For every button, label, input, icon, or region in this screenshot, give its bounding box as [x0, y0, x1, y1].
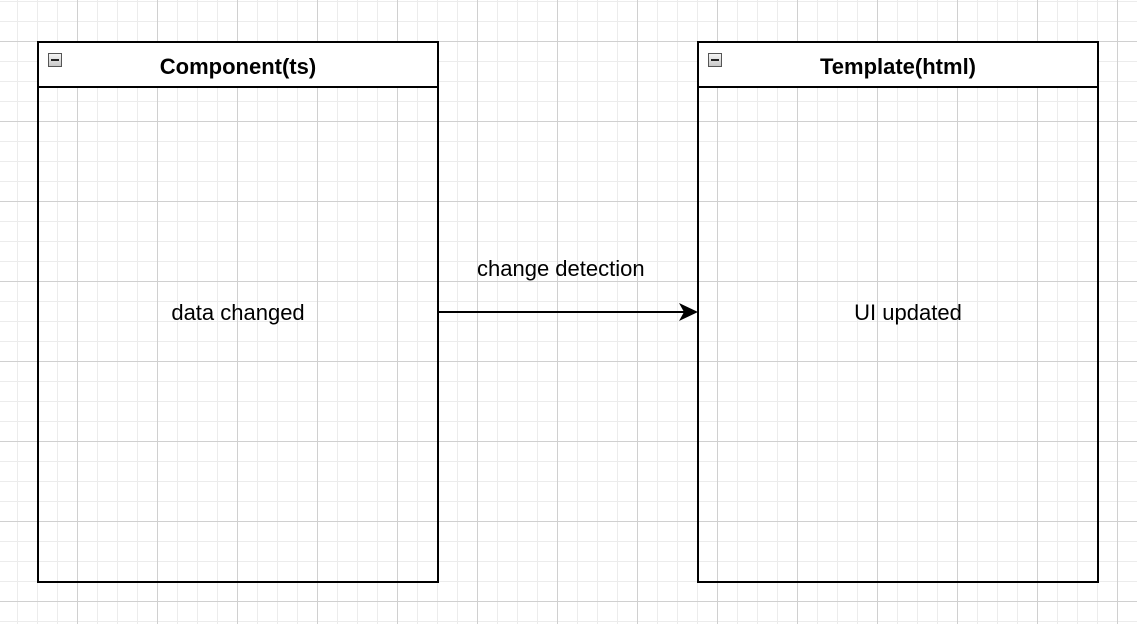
component-body-text: data changed	[171, 300, 305, 325]
arrowhead-icon	[679, 303, 698, 321]
edge-label: change detection	[477, 256, 645, 281]
component-header[interactable]: Component(ts)	[39, 43, 437, 88]
template-header[interactable]: Template(html)	[699, 43, 1097, 88]
template-body-text: UI updated	[854, 300, 962, 325]
template-container[interactable]: Template(html) UI updated	[697, 41, 1099, 583]
component-container[interactable]: Component(ts) data changed	[37, 41, 439, 583]
component-title: Component(ts)	[159, 54, 317, 79]
collapse-minus-icon[interactable]	[48, 53, 62, 67]
template-title: Template(html)	[819, 54, 977, 79]
collapse-minus-icon[interactable]	[708, 53, 722, 67]
